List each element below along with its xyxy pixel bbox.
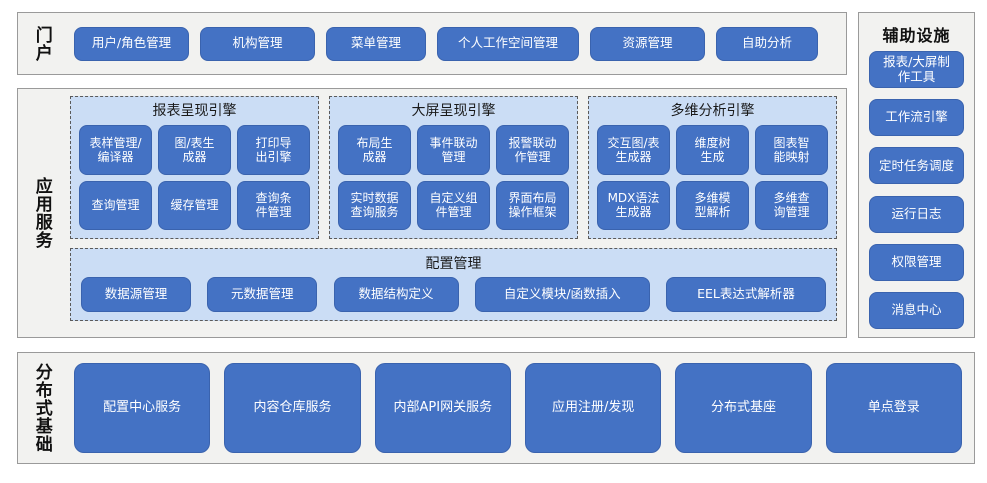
- config-item-eel-expression-parser[interactable]: EEL表达式解析器: [666, 277, 826, 312]
- engine-item-ui-layout-operation-framework[interactable]: 界面布局 操作框架: [496, 180, 569, 230]
- report-rendering-engine-title: 报表呈现引擎: [152, 103, 237, 119]
- engine-item-query-condition-management[interactable]: 查询条 件管理: [237, 180, 310, 230]
- engine-item-layout-generator[interactable]: 布局生 成器: [338, 125, 411, 175]
- engine-item-chart-table-generator[interactable]: 图/表生 成器: [158, 125, 231, 175]
- large-screen-rendering-engine-group: 大屏呈现引擎 布局生 成器 事件联动 管理 报警联动 作管理 实时数据 查询服务…: [329, 96, 578, 239]
- report-rendering-engine-group: 报表呈现引擎 表样管理/ 编译器 图/表生 成器 打印导 出引擎 查询管理 缓存…: [70, 96, 319, 239]
- aux-item-report-dashboard-authoring-tool[interactable]: 报表/大屏制 作工具: [869, 51, 964, 88]
- aux-item-workflow-engine[interactable]: 工作流引擎: [869, 99, 964, 137]
- engine-item-interactive-chart-table-generator[interactable]: 交互图/表 生成器: [597, 125, 670, 175]
- engine-item-query-management[interactable]: 查询管理: [79, 180, 152, 230]
- application-services-section: 应用服务 报表呈现引擎 表样管理/ 编译器 图/表生 成器 打印导 出引擎 查询…: [17, 88, 847, 338]
- base-item-content-repository-service[interactable]: 内容仓库服务: [224, 363, 361, 453]
- portal-section-label: 门户: [31, 25, 52, 62]
- report-rendering-engine-grid: 表样管理/ 编译器 图/表生 成器 打印导 出引擎 查询管理 缓存管理 查询条 …: [79, 125, 310, 230]
- engine-item-realtime-data-query-service[interactable]: 实时数据 查询服务: [338, 180, 411, 230]
- portal-section: 门户 用户/角色管理 机构管理 菜单管理 个人工作空间管理 资源管理 自助分析: [17, 12, 847, 75]
- portal-item-self-service-analysis[interactable]: 自助分析: [716, 26, 818, 61]
- portal-item-resource-management[interactable]: 资源管理: [590, 26, 705, 61]
- engine-item-multidimensional-model-parsing[interactable]: 多维模 型解析: [676, 180, 749, 230]
- engine-item-dimension-tree-generation[interactable]: 维度树 生成: [676, 125, 749, 175]
- base-item-configuration-center-service[interactable]: 配置中心服务: [74, 363, 211, 453]
- portal-item-personal-workspace-management[interactable]: 个人工作空间管理: [437, 26, 579, 61]
- engine-item-multidimensional-query-management[interactable]: 多维查 询管理: [755, 180, 828, 230]
- portal-button-row: 用户/角色管理 机构管理 菜单管理 个人工作空间管理 资源管理 自助分析: [74, 13, 836, 74]
- config-item-datasource-management[interactable]: 数据源管理: [81, 277, 191, 312]
- aux-item-message-center[interactable]: 消息中心: [869, 291, 964, 329]
- multidimensional-analysis-engine-group: 多维分析引擎 交互图/表 生成器 维度树 生成 图表智 能映射 MDX语法 生成…: [588, 96, 837, 239]
- engine-item-mdx-syntax-generator[interactable]: MDX语法 生成器: [597, 180, 670, 230]
- engine-item-alarm-linkage-action-management[interactable]: 报警联动 作管理: [496, 125, 569, 175]
- distributed-foundation-section: 分布式基础 配置中心服务 内容仓库服务 内部API网关服务 应用注册/发现 分布…: [17, 352, 975, 464]
- portal-item-organization-management[interactable]: 机构管理: [200, 26, 315, 61]
- engines-row: 报表呈现引擎 表样管理/ 编译器 图/表生 成器 打印导 出引擎 查询管理 缓存…: [70, 96, 837, 239]
- multidimensional-analysis-engine-grid: 交互图/表 生成器 维度树 生成 图表智 能映射 MDX语法 生成器 多维模 型…: [597, 125, 828, 230]
- configuration-management-row: 数据源管理 元数据管理 数据结构定义 自定义模块/函数插入 EEL表达式解析器: [81, 277, 826, 312]
- configuration-management-group: 配置管理 数据源管理 元数据管理 数据结构定义 自定义模块/函数插入 EEL表达…: [70, 248, 837, 321]
- base-item-internal-api-gateway-service[interactable]: 内部API网关服务: [374, 363, 511, 453]
- engine-item-custom-component-management[interactable]: 自定义组 件管理: [417, 180, 490, 230]
- multidimensional-analysis-engine-title: 多维分析引擎: [670, 103, 755, 119]
- config-item-custom-module-function-insertion[interactable]: 自定义模块/函数插入: [474, 277, 650, 312]
- distributed-foundation-row: 配置中心服务 内容仓库服务 内部API网关服务 应用注册/发现 分布式基座 单点…: [74, 363, 962, 453]
- base-item-application-registration-discovery[interactable]: 应用注册/发现: [524, 363, 662, 453]
- distributed-foundation-section-label: 分布式基础: [31, 363, 52, 453]
- aux-item-scheduled-task-scheduling[interactable]: 定时任务调度: [869, 147, 964, 185]
- auxiliary-facilities-list: 报表/大屏制 作工具 工作流引擎 定时任务调度 运行日志 权限管理 消息中心: [869, 51, 964, 329]
- application-services-section-label: 应用服务: [31, 177, 52, 249]
- engine-item-chart-intelligent-mapping[interactable]: 图表智 能映射: [755, 125, 828, 175]
- aux-item-runtime-log[interactable]: 运行日志: [869, 195, 964, 233]
- engine-item-print-export-engine[interactable]: 打印导 出引擎: [237, 125, 310, 175]
- base-item-distributed-base[interactable]: 分布式基座: [675, 363, 812, 453]
- portal-item-menu-management[interactable]: 菜单管理: [326, 26, 426, 61]
- engine-item-event-linkage-management[interactable]: 事件联动 管理: [417, 125, 490, 175]
- config-item-metadata-management[interactable]: 元数据管理: [207, 277, 318, 312]
- large-screen-rendering-engine-title: 大屏呈现引擎: [411, 103, 496, 119]
- large-screen-rendering-engine-grid: 布局生 成器 事件联动 管理 报警联动 作管理 实时数据 查询服务 自定义组 件…: [338, 125, 569, 230]
- config-item-data-structure-definition[interactable]: 数据结构定义: [333, 277, 459, 312]
- application-services-content: 报表呈现引擎 表样管理/ 编译器 图/表生 成器 打印导 出引擎 查询管理 缓存…: [70, 96, 837, 330]
- auxiliary-facilities-section-label: 辅助设施: [882, 26, 951, 45]
- aux-item-permission-management[interactable]: 权限管理: [869, 243, 964, 281]
- configuration-management-title: 配置管理: [425, 256, 482, 272]
- portal-item-user-role-management[interactable]: 用户/角色管理: [74, 26, 189, 61]
- engine-item-template-management-compiler[interactable]: 表样管理/ 编译器: [79, 125, 152, 175]
- auxiliary-facilities-section: 辅助设施 报表/大屏制 作工具 工作流引擎 定时任务调度 运行日志 权限管理 消…: [858, 12, 975, 338]
- engine-item-cache-management[interactable]: 缓存管理: [158, 180, 231, 230]
- base-item-single-sign-on[interactable]: 单点登录: [825, 363, 962, 453]
